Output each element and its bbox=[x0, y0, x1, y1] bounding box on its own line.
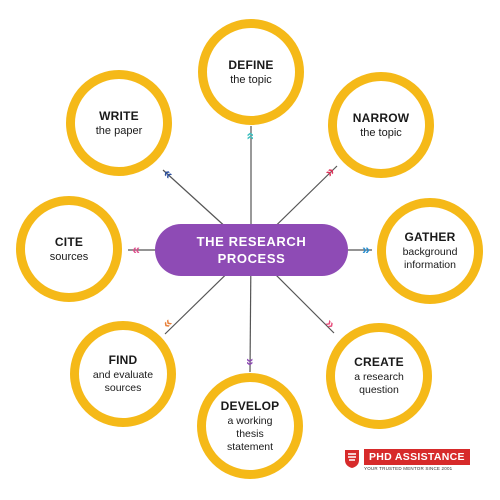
center-title-line2: PROCESS bbox=[217, 251, 286, 266]
step-subtitle: sources bbox=[49, 250, 89, 263]
shield-icon bbox=[345, 450, 359, 468]
step-subtitle: a research question bbox=[354, 371, 404, 396]
step-title: NARROW bbox=[352, 110, 410, 125]
arrow-gather-icon: » bbox=[362, 241, 370, 257]
step-develop: DEVELOP a working thesis statement bbox=[197, 373, 303, 479]
arrow-develop-icon: » bbox=[243, 358, 259, 366]
logo-tagline: YOUR TRUSTED MENTOR SINCE 2001 bbox=[364, 466, 453, 471]
step-subtitle: the paper bbox=[95, 124, 143, 137]
step-write: WRITE the paper bbox=[66, 70, 172, 176]
step-subtitle: background information bbox=[402, 246, 458, 271]
step-create: CREATE a research question bbox=[326, 323, 432, 429]
center-title: THE RESEARCH PROCESS bbox=[155, 224, 348, 276]
step-cite: CITE sources bbox=[16, 196, 122, 302]
step-subtitle: a working thesis statement bbox=[226, 414, 274, 453]
step-gather: GATHER background information bbox=[377, 198, 483, 304]
step-find: FIND and evaluate sources bbox=[70, 321, 176, 427]
step-narrow: NARROW the topic bbox=[328, 72, 434, 178]
center-title-line1: THE RESEARCH bbox=[196, 234, 307, 249]
logo-name: PHD ASSISTANCE bbox=[364, 449, 470, 465]
step-title: DEVELOP bbox=[220, 398, 280, 413]
step-title: CITE bbox=[54, 234, 84, 249]
step-define: DEFINE the topic bbox=[198, 19, 304, 125]
step-subtitle: and evaluate sources bbox=[92, 369, 154, 394]
step-subtitle: the topic bbox=[230, 73, 272, 86]
phd-assistance-logo: PHD ASSISTANCE YOUR TRUSTED MENTOR SINCE… bbox=[344, 449, 482, 477]
step-subtitle: the topic bbox=[360, 126, 402, 139]
step-title: CREATE bbox=[354, 355, 404, 369]
step-title: DEFINE bbox=[228, 57, 274, 72]
arrow-define-icon: » bbox=[241, 132, 257, 140]
step-title: FIND bbox=[108, 353, 138, 367]
step-title: GATHER bbox=[404, 230, 456, 244]
arrow-cite-icon: « bbox=[132, 241, 140, 257]
step-title: WRITE bbox=[99, 108, 139, 123]
